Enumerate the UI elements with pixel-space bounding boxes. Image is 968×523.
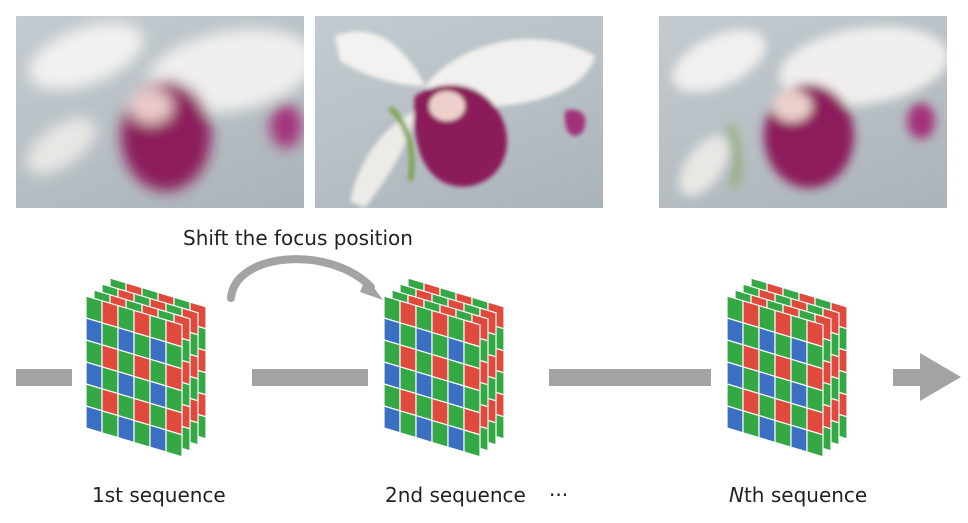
ellipsis: ··· <box>549 483 569 507</box>
orchid-image-2 <box>335 31 595 208</box>
sequence-label-n-prefix: N <box>729 483 744 507</box>
flow-segment-1 <box>252 369 368 386</box>
sensor-stack-n <box>726 277 848 458</box>
sequence-label-n-suffix: th sequence <box>743 483 868 507</box>
sensor-pixel <box>165 429 183 458</box>
sequence-label-2: 2nd sequence <box>385 483 526 507</box>
sensor-pixel <box>774 419 792 449</box>
photo-sequence-n <box>659 16 947 208</box>
sensor-pixel <box>117 414 135 444</box>
sensor-pixel <box>399 409 417 439</box>
orchid-image-3 <box>672 26 947 197</box>
flow-arrow-end <box>893 353 961 401</box>
sensor-pixel <box>806 429 824 458</box>
sensor-pixel <box>415 414 433 444</box>
sensor-stack-1 <box>85 277 207 458</box>
sequence-label-1: 1st sequence <box>92 483 226 507</box>
sensor-pixel <box>383 405 401 434</box>
sensor-stack-2 <box>383 277 505 458</box>
photo-sequence-2 <box>315 16 603 208</box>
sensor-pixel <box>447 424 465 453</box>
sensor-pixel <box>149 424 167 453</box>
shift-focus-arrowhead <box>360 277 383 300</box>
sensor-pixel <box>463 429 481 458</box>
sensor-pixel <box>101 409 119 439</box>
sensor-pixel <box>758 414 776 444</box>
sensor-layer <box>383 295 481 458</box>
sequence-label-n: Nth sequence <box>729 483 867 507</box>
sensor-pixel <box>431 419 449 449</box>
sensor-layer <box>726 295 824 458</box>
sensor-pixel <box>742 409 760 439</box>
shift-focus-arrow <box>227 255 375 302</box>
sensor-pixel <box>133 419 151 449</box>
flow-segment-0 <box>16 369 72 386</box>
sensor-layer <box>85 295 183 458</box>
shift-focus-caption: Shift the focus position <box>183 226 413 250</box>
flow-segment-2 <box>549 369 711 386</box>
photo-sequence-1 <box>16 16 304 208</box>
orchid-image-1 <box>26 22 304 191</box>
sensor-pixel <box>85 405 103 434</box>
sensor-pixel <box>790 424 808 453</box>
sensor-pixel <box>726 405 744 434</box>
